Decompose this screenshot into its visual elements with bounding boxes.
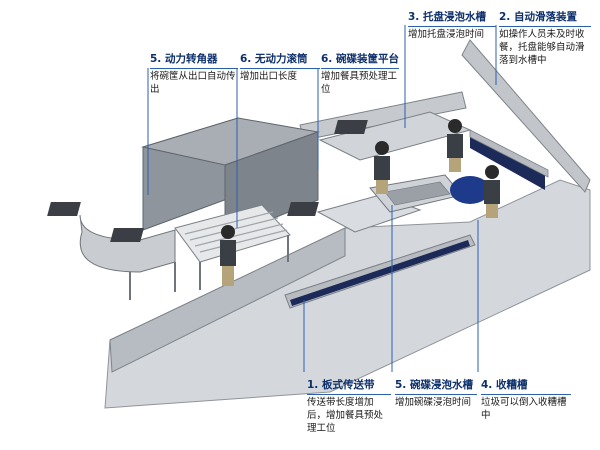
table-legs xyxy=(129,235,289,300)
front-wall xyxy=(109,227,346,373)
callout-tray-sink: 3. 托盘浸泡水槽 增加托盘浸泡时间 xyxy=(408,10,496,42)
callout-desc: 增加碗碟浸泡时间 xyxy=(395,397,472,409)
corner-turner xyxy=(79,214,176,273)
dish-sink-basin xyxy=(384,181,451,206)
basket-1 xyxy=(47,202,81,216)
callout-rule xyxy=(307,394,391,396)
callout-desc: 将碗筐从出口自动传出 xyxy=(150,71,236,95)
callout-power-corner: 5. 动力转角器 将碗筐从出口自动传出 xyxy=(150,52,238,97)
callout-desc: 增加出口长度 xyxy=(240,71,298,83)
callout-desc: 如操作人员未及时收餐，托盘能够自动滑落到水槽中 xyxy=(499,29,585,66)
callout-rule xyxy=(321,68,399,70)
callout-dish-sink: 5. 碗碟浸泡水槽 增加碗碟浸泡时间 xyxy=(395,378,477,410)
callout-desc: 增加托盘浸泡时间 xyxy=(408,29,485,41)
callout-title: 6. 无动力滚筒 xyxy=(240,53,308,65)
worker-3 xyxy=(447,119,463,172)
callout-desc: 垃圾可以倒入收糟槽中 xyxy=(481,397,567,421)
callout-rule xyxy=(408,26,496,28)
worker-1 xyxy=(220,225,236,286)
plate-conveyor-belt xyxy=(290,240,470,306)
callout-waste-trough: 4. 收糟槽 垃圾可以倒入收糟槽中 xyxy=(481,378,571,423)
callout-desc: 传送带长度增加后，增加餐具预处理工位 xyxy=(307,397,384,434)
basket-2 xyxy=(110,228,144,242)
basket-3 xyxy=(287,202,319,216)
worker-2 xyxy=(374,141,390,194)
back-wall-right xyxy=(461,39,591,193)
callout-title: 5. 动力转角器 xyxy=(150,53,218,65)
waste-bin xyxy=(450,176,490,204)
basket-4 xyxy=(334,120,368,134)
tray-sink-table xyxy=(318,111,472,161)
callout-title: 6. 碗碟装筐平台 xyxy=(321,53,399,65)
callout-unpowered-roller: 6. 无动力滚筒 增加出口长度 xyxy=(240,52,320,84)
callout-desc: 增加餐具预处理工位 xyxy=(321,71,398,95)
callout-rule xyxy=(395,394,477,396)
return-belt xyxy=(470,135,545,190)
callout-title: 2. 自动滑落装置 xyxy=(499,11,577,23)
callout-rule xyxy=(150,68,238,70)
callout-basket-platform: 6. 碗碟装筐平台 增加餐具预处理工位 xyxy=(321,52,399,97)
callout-rule xyxy=(481,394,571,396)
worker-4 xyxy=(484,165,500,218)
callout-rule xyxy=(499,26,591,28)
callout-rule xyxy=(240,68,320,70)
callout-title: 4. 收糟槽 xyxy=(481,379,528,391)
callout-title: 5. 碗碟浸泡水槽 xyxy=(395,379,473,391)
callout-plate-conveyor: 1. 板式传送带 传送带长度增加后，增加餐具预处理工位 xyxy=(307,378,391,436)
callout-title: 1. 板式传送带 xyxy=(307,379,375,391)
callout-auto-slide: 2. 自动滑落装置 如操作人员未及时收餐，托盘能够自动滑落到水槽中 xyxy=(499,10,591,68)
return-belt-frame xyxy=(469,129,549,178)
leader-lines xyxy=(147,25,497,372)
callout-title: 3. 托盘浸泡水槽 xyxy=(408,11,486,23)
